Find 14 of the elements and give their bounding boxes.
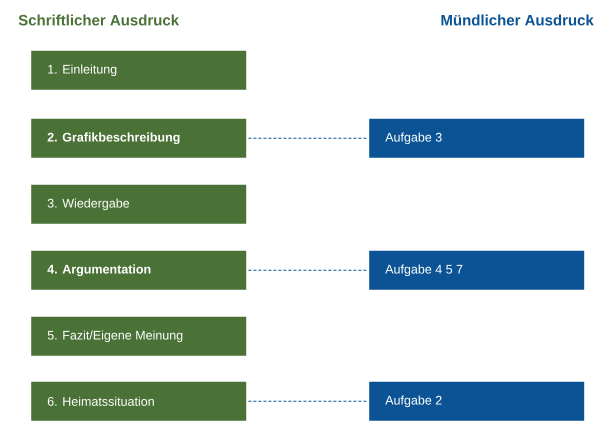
dashed-connector bbox=[248, 138, 368, 139]
column-heading: Schriftlicher Ausdruck bbox=[18, 14, 180, 26]
task-box: Aufgabe 4 5 7 bbox=[369, 250, 584, 290]
dashed-connector bbox=[248, 400, 368, 402]
topic-box: 4. Argumentation bbox=[31, 250, 246, 290]
task-box: Aufgabe 2 bbox=[369, 382, 584, 421]
column-heading: Mündlicher Ausdruck bbox=[441, 14, 594, 26]
task-box: Aufgabe 3 bbox=[369, 118, 584, 158]
topic-box: 5. Fazit/Eigene Meinung bbox=[31, 316, 246, 356]
topic-box: 6. Heimatssituation bbox=[31, 382, 246, 421]
dashed-connector bbox=[248, 270, 368, 271]
topic-box: 3. Wiedergabe bbox=[31, 184, 246, 224]
topic-box: 2. Grafikbeschreibung bbox=[31, 118, 246, 158]
topic-box: 1. Einleitung bbox=[31, 50, 246, 90]
